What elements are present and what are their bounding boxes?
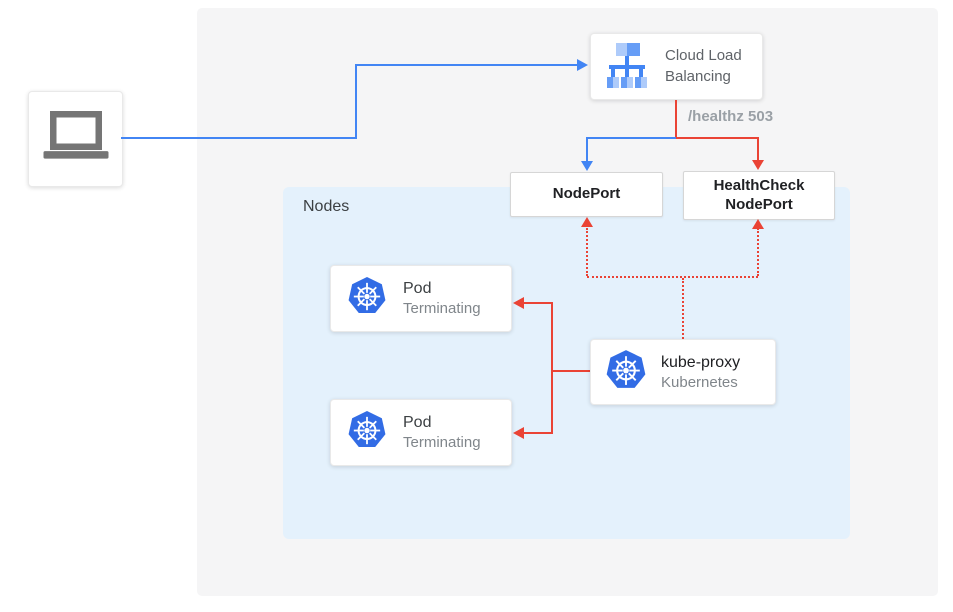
pod2-node: Pod Terminating — [330, 399, 512, 466]
pod2-status: Terminating — [403, 434, 481, 451]
pod2-title: Pod — [403, 414, 432, 431]
pod1-title: Pod — [403, 280, 432, 297]
traffic-branch-v — [586, 137, 588, 162]
kubernetes-icon — [347, 276, 387, 321]
pod1-node: Pod Terminating — [330, 265, 512, 332]
kube-proxy-subtitle: Kubernetes — [661, 373, 738, 391]
healthcheck-branch-h — [676, 137, 759, 139]
arrowhead-into-pod2 — [513, 427, 524, 439]
kubernetes-icon — [605, 348, 647, 396]
kubeproxy-pods-trunk — [551, 302, 553, 434]
kube-proxy-node: kube-proxy Kubernetes — [590, 339, 776, 405]
kube-proxy-title: kube-proxy — [661, 353, 741, 371]
kubeproxy-dotted-h — [587, 276, 758, 278]
healthz-status-label: /healthz 503 — [688, 108, 774, 125]
arrowhead-up-healthcheck-nodeport — [752, 219, 764, 229]
nodes-panel-label: Nodes — [303, 198, 350, 215]
kubeproxy-dotted-v — [682, 278, 684, 339]
client-node — [28, 91, 123, 187]
kubeproxy-pods-stem — [552, 370, 590, 372]
arrowhead-into-healthcheck-nodeport — [752, 160, 764, 170]
cloud-load-balancing-icon — [601, 39, 653, 94]
traffic-line-laptop-v — [355, 64, 357, 139]
kubeproxy-dotted-to-nodeport — [586, 228, 588, 276]
arrowhead-into-pod1 — [513, 297, 524, 309]
kubeproxy-pod1-h — [523, 302, 553, 304]
nodeport-label: NodePort — [552, 185, 621, 203]
traffic-branch-h — [586, 137, 676, 139]
kubernetes-icon — [347, 410, 387, 455]
traffic-line-laptop-h — [121, 137, 355, 139]
arrowhead-up-nodeport — [581, 217, 593, 227]
kubeproxy-pod2-h — [523, 432, 553, 434]
nodeport-node: NodePort — [510, 172, 663, 217]
pod1-status: Terminating — [403, 300, 481, 317]
arrowhead-into-load-balancer — [577, 59, 588, 71]
healthcheck-line-from-lb — [675, 100, 677, 139]
laptop-icon — [41, 110, 111, 168]
cloud-load-balancing-node: Cloud Load Balancing — [590, 33, 763, 100]
kubeproxy-dotted-to-healthcheck — [757, 228, 759, 276]
healthcheck-nodeport-label: HealthCheck NodePort — [713, 176, 805, 213]
healthcheck-nodeport-node: HealthCheck NodePort — [683, 171, 835, 220]
load-balancer-label: Cloud Load Balancing — [665, 47, 742, 85]
arrowhead-into-nodeport — [581, 161, 593, 171]
traffic-line-to-lb — [355, 64, 577, 66]
healthcheck-branch-v — [757, 137, 759, 161]
